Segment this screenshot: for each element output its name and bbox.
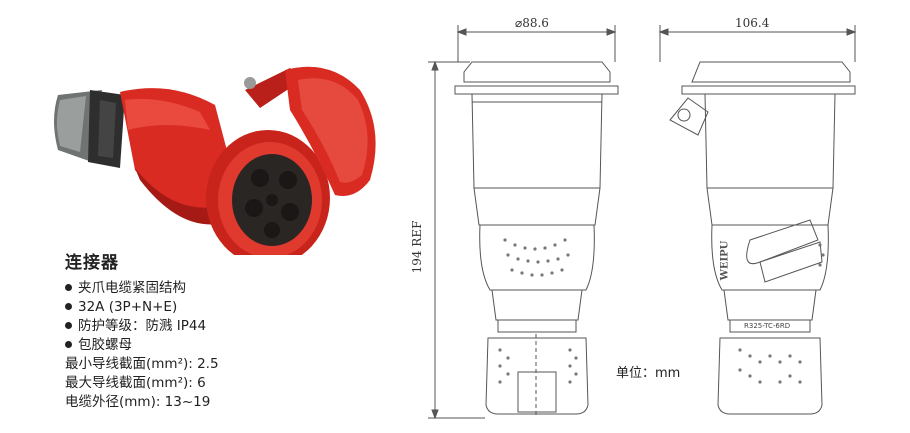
bullet-dot — [65, 283, 72, 291]
connector-body — [120, 88, 330, 255]
spec-bullet: 包胶螺母 — [65, 336, 385, 355]
dim-height-label: 194 REF — [410, 220, 424, 274]
bullet-dot — [65, 321, 72, 329]
front-view — [454, 61, 619, 418]
spec-line: 电缆外径(mm): 13~19 — [65, 394, 211, 410]
model-label: R325-TC-6RD — [744, 322, 791, 330]
spec-list: 连接器 夹爪电缆紧固结构 32A (3P+N+E) 防护等级：防溅 IP44 包… — [65, 248, 385, 412]
dim-side-width-label: 106.4 — [735, 16, 770, 30]
spec-bullet: 夹爪电缆紧固结构 — [65, 279, 385, 298]
technical-drawing — [428, 25, 857, 420]
spec-title: 连接器 — [65, 253, 119, 273]
spec-bullet: 防护等级：防溅 IP44 — [65, 317, 385, 336]
brand-mark: WEIPU — [719, 240, 731, 281]
side-grip-pattern — [738, 243, 825, 384]
cable-grip — [54, 90, 125, 168]
side-view — [669, 61, 856, 415]
hinged-cover — [244, 66, 376, 197]
product-photo — [54, 66, 376, 255]
spec-line: 最小导线截面(mm²): 2.5 — [65, 356, 219, 372]
dim-front-width-label: ⌀88.6 — [515, 16, 549, 30]
spec-line: 最大导线截面(mm²): 6 — [65, 375, 206, 391]
spec-bullet: 32A (3P+N+E) — [65, 298, 385, 317]
dim-front-width — [456, 25, 617, 62]
dim-side-width — [658, 25, 857, 62]
bullet-dot — [65, 340, 72, 348]
bullet-dot — [65, 302, 72, 310]
unit-label: 单位：mm — [616, 366, 681, 381]
dim-height — [428, 60, 485, 420]
front-grip-pattern — [498, 238, 578, 384]
